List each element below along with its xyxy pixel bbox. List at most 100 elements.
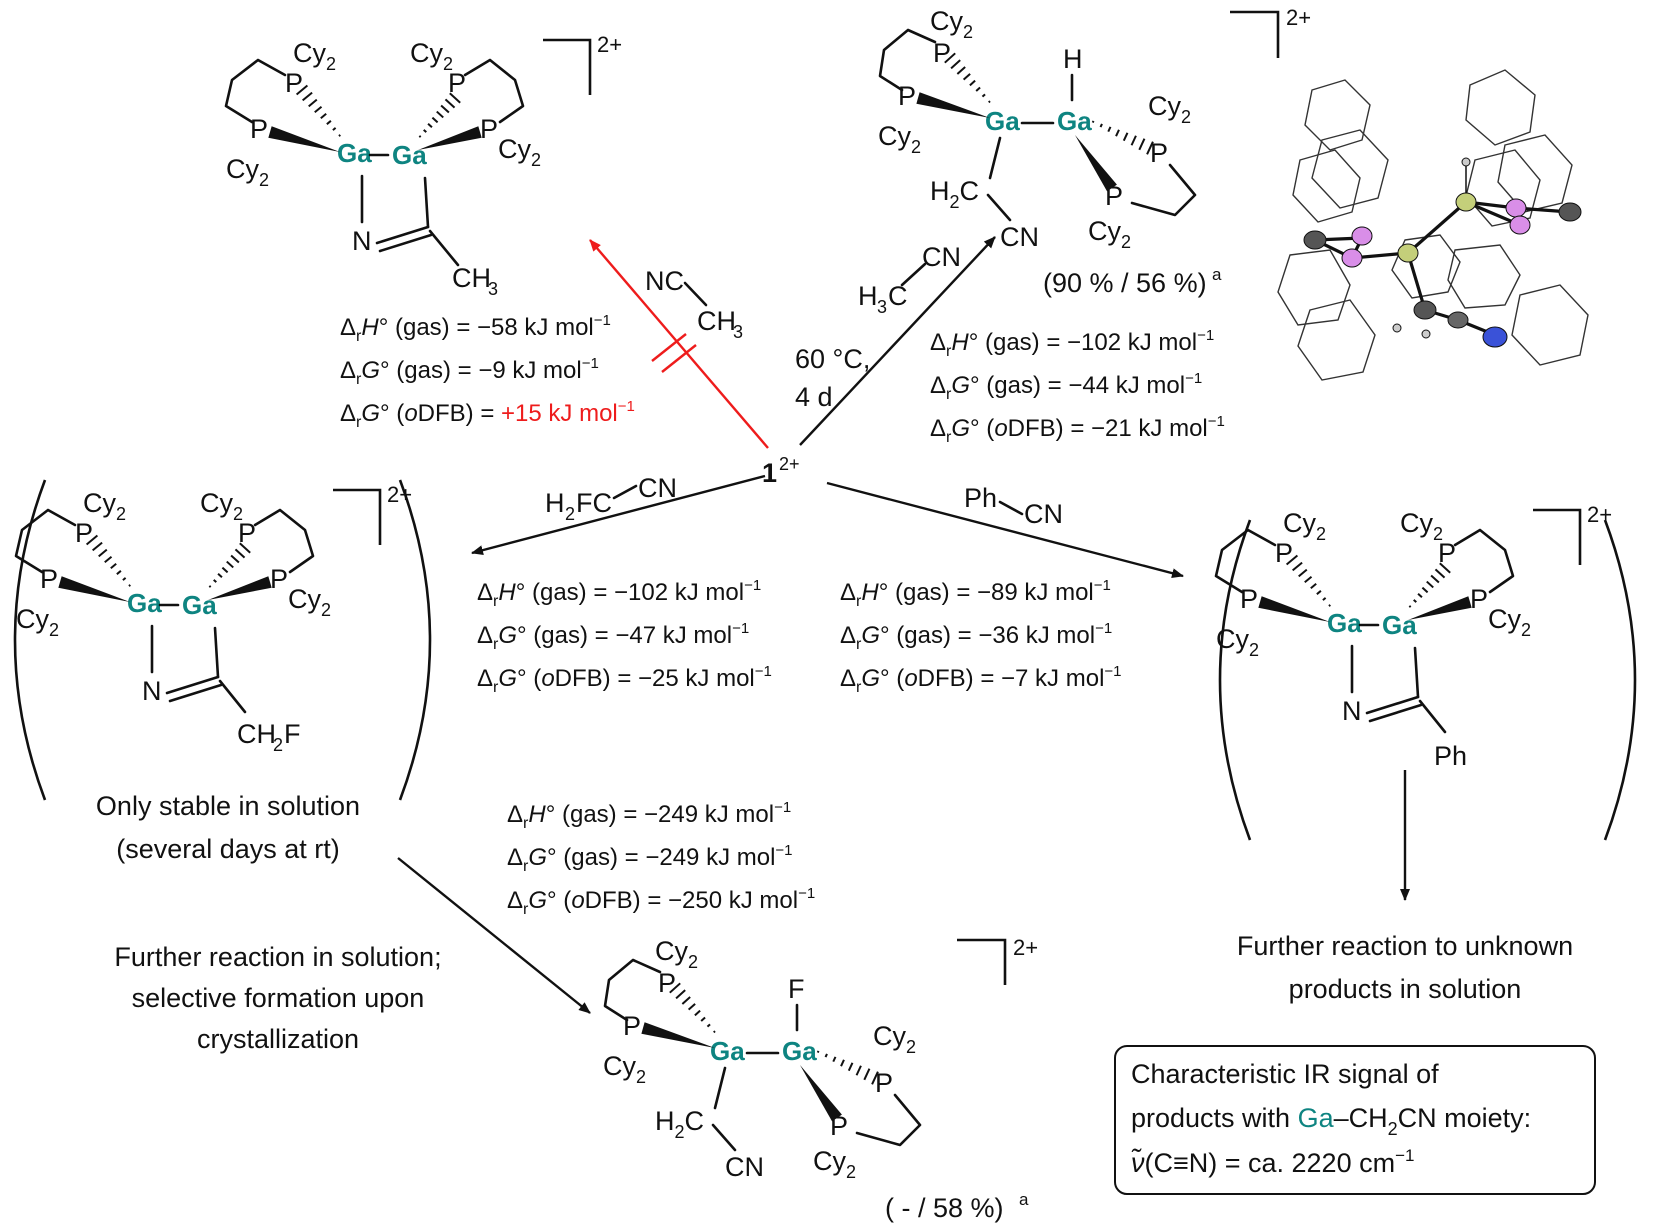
svg-text:(several days at rt): (several days at rt) [116,834,340,864]
svg-text:CH: CH [697,306,736,336]
thermo-line: ΔrG° (oDFB) = +15 kJ mol−1 [340,398,635,431]
svg-text:CN: CN [638,473,677,503]
reagent-fluoroacetonitrile: H 2 FC CN [545,473,677,524]
svg-text:( - / 58 %): ( - / 58 %) [885,1193,1004,1223]
svg-text:Cy2: Cy2 [873,1021,916,1057]
svg-text:P: P [75,518,93,548]
svg-text:P: P [448,68,466,98]
svg-text:Cy2: Cy2 [226,154,269,190]
svg-text:F: F [284,719,301,749]
svg-text:2+: 2+ [1013,935,1038,960]
svg-text:P: P [875,1068,893,1098]
svg-text:CH: CH [452,263,491,293]
svg-text:a: a [1019,1190,1029,1209]
thermo-line: ΔrH° (gas) = −89 kJ mol−1 [840,577,1111,610]
svg-text:FC: FC [576,488,612,518]
ir-signal-box: Characteristic IR signal of products wit… [1114,1045,1596,1195]
thermo-line: ΔrG° (gas) = −44 kJ mol−1 [930,370,1202,403]
svg-text:P: P [1470,584,1488,614]
svg-text:H2C: H2C [655,1106,704,1142]
note-further-reaction-left: Further reaction in solution; selective … [114,942,441,1054]
svg-text:P: P [250,114,268,144]
arrow-to-ch-activation-product [799,236,996,446]
svg-text:Ga: Ga [182,590,217,620]
yield-fluoride-product: ( - / 58 %) a [885,1190,1029,1223]
svg-text:2+: 2+ [387,482,412,507]
svg-text:P: P [1240,584,1258,614]
svg-text:a: a [1212,265,1222,284]
svg-text:Ga: Ga [337,138,372,168]
arrow-to-fluoride-product [397,857,591,1014]
svg-text:Cy2: Cy2 [288,584,331,620]
svg-text:N: N [1342,696,1362,726]
svg-text:Ga: Ga [782,1036,817,1066]
svg-text:F: F [788,974,805,1004]
svg-text:H: H [545,488,565,518]
svg-text:Further reaction to unknown: Further reaction to unknown [1237,931,1573,961]
svg-text:Cy2: Cy2 [293,38,336,74]
reaction-conditions: 60 °C, 4 d [795,344,870,412]
svg-text:Only stable in solution: Only stable in solution [96,791,360,821]
svg-text:P: P [898,81,916,111]
svg-text:P: P [270,564,288,594]
svg-text:Cy2: Cy2 [1148,91,1191,127]
svg-text:Ga: Ga [127,588,162,618]
svg-text:P: P [1438,538,1456,568]
svg-text:2+: 2+ [597,32,622,57]
svg-text:products in solution: products in solution [1289,974,1522,1004]
svg-text:P: P [285,68,303,98]
svg-text:Cy2: Cy2 [1488,604,1531,640]
svg-text:P: P [480,114,498,144]
svg-text:2: 2 [273,735,283,755]
thermo-line: ΔrG° (gas) = −47 kJ mol−1 [477,620,749,653]
note-only-stable: Only stable in solution (several days at… [96,791,360,864]
thermo-line: ΔrH° (gas) = −102 kJ mol−1 [477,577,761,610]
svg-text:Cy2: Cy2 [410,38,453,74]
svg-text:Ga: Ga [1382,610,1417,640]
svg-text:CN: CN [922,242,961,272]
yield-ch-activation: (90 % / 56 %) a [1043,265,1222,298]
thermo-line: ΔrG° (oDFB) = −25 kJ mol−1 [477,663,772,696]
svg-text:Cy2: Cy2 [200,488,243,524]
svg-text:Ga: Ga [710,1036,745,1066]
svg-text:(90 % / 56 %): (90 % / 56 %) [1043,268,1207,298]
svg-text:P: P [238,518,256,548]
arrow-cross-mark-1 [651,333,687,362]
thermo-line: ΔrG° (gas) = −249 kJ mol−1 [507,842,793,875]
svg-text:Cy2: Cy2 [603,1051,646,1087]
svg-text:Ga: Ga [1057,106,1092,136]
svg-text:Cy2: Cy2 [930,6,973,42]
crystal-structure-image [1277,69,1589,381]
svg-text:Cy2: Cy2 [1088,216,1131,252]
svg-text:3: 3 [877,297,887,317]
svg-text:Cy2: Cy2 [498,134,541,170]
svg-text:Cy2: Cy2 [1216,624,1259,660]
arrow-to-fluoro-adduct [471,474,766,556]
svg-text:P: P [1275,538,1293,568]
thermo-line: ΔrG° (oDFB) = −250 kJ mol−1 [507,885,815,918]
svg-text:2+: 2+ [1587,502,1612,527]
thermo-line: ΔrG° (oDFB) = −21 kJ mol−1 [930,413,1225,446]
svg-text:CN: CN [1024,499,1063,529]
svg-text:P: P [1150,138,1168,168]
svg-text:2: 2 [565,504,575,524]
reagent-acetonitrile-right: H 3 C CN [858,242,961,317]
svg-text:2+: 2+ [779,454,800,474]
thermo-line: ΔrG° (gas) = −36 kJ mol−1 [840,620,1112,653]
svg-text:H2C: H2C [930,176,979,212]
svg-text:Ga: Ga [392,140,427,170]
svg-text:1: 1 [762,458,777,488]
svg-text:Cy2: Cy2 [655,936,698,972]
svg-text:CH: CH [237,719,276,749]
svg-text:Cy2: Cy2 [878,121,921,157]
svg-text:60 °C,: 60 °C, [795,344,870,374]
svg-text:Ga: Ga [1327,608,1362,638]
arrow-cross-mark-2 [661,344,697,373]
